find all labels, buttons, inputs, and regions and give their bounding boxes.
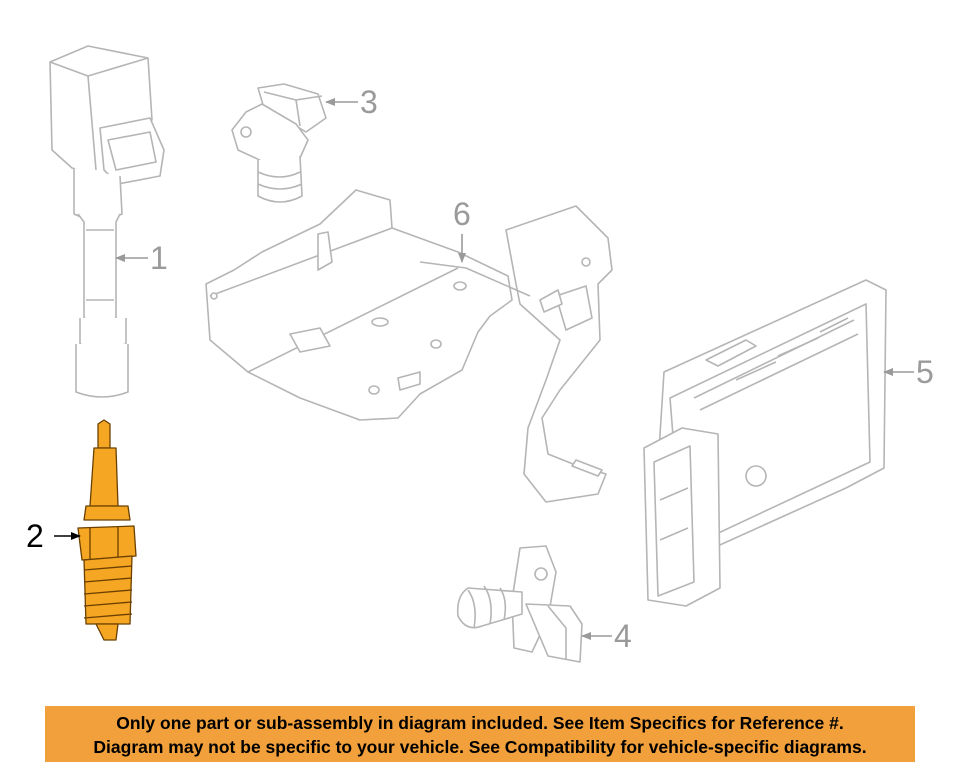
bracket-part-6[interactable]	[205, 189, 613, 503]
callout-2[interactable]: 2	[26, 518, 44, 554]
notice-banner: Only one part or sub-assembly in diagram…	[45, 706, 915, 762]
callout-3[interactable]: 3	[360, 84, 378, 120]
notice-line-1: Only one part or sub-assembly in diagram…	[116, 713, 844, 733]
leader-arrows	[54, 98, 914, 640]
spark-plug-part-2[interactable]	[77, 419, 137, 641]
callout-6[interactable]: 6	[453, 196, 471, 232]
sensor-part-4[interactable]	[456, 545, 583, 663]
notice-line-2: Diagram may not be specific to your vehi…	[93, 737, 867, 757]
parts-diagram	[49, 45, 914, 663]
control-module-part-5[interactable]	[643, 279, 887, 607]
callout-4[interactable]: 4	[614, 618, 632, 654]
callout-1[interactable]: 1	[150, 240, 168, 276]
ignition-coil-part-1[interactable]	[49, 45, 165, 398]
sensor-part-3[interactable]	[231, 83, 327, 203]
callout-5[interactable]: 5	[916, 354, 934, 390]
